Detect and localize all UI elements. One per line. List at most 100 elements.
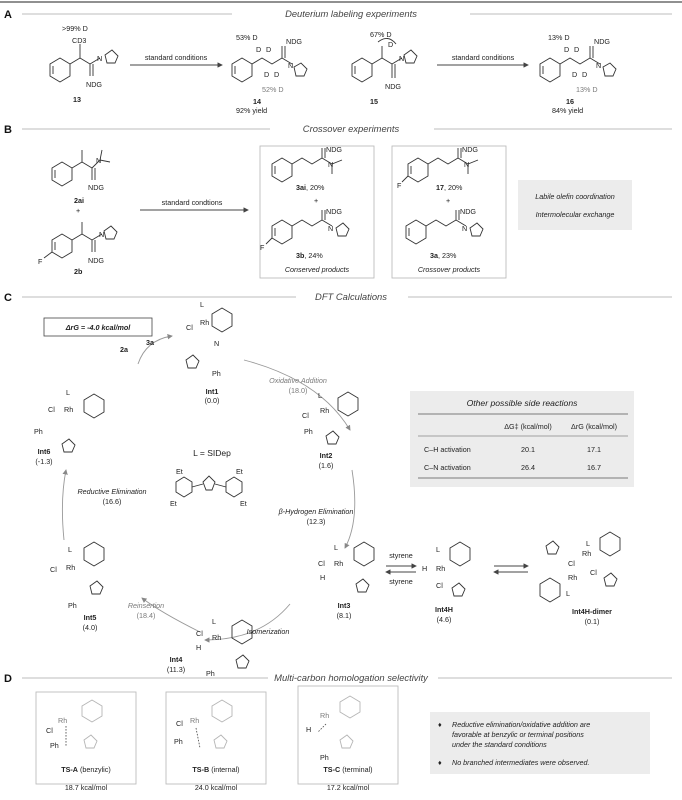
re-label: Reductive Elimination bbox=[77, 487, 146, 496]
tsa-sub: (benzylic) bbox=[78, 765, 111, 774]
int3-rh: Rh bbox=[334, 559, 343, 568]
c2b-label: 2b bbox=[74, 267, 83, 276]
c14-ndg: NDG bbox=[286, 37, 302, 46]
compound-3ai: NDG N 3ai, 20% bbox=[271, 145, 342, 192]
row1-name: C–H activation bbox=[424, 445, 471, 454]
int2-ph: Ph bbox=[304, 427, 313, 436]
c13-n: N bbox=[97, 54, 102, 63]
c3ai-caption: 3ai, 20% bbox=[296, 183, 325, 192]
int4-l: L bbox=[212, 617, 216, 626]
et-1: Et bbox=[176, 467, 183, 476]
int3-structure: Rh L Cl H Int3 (8.1) bbox=[318, 541, 375, 620]
int1-name: Int1 bbox=[206, 387, 219, 396]
c14-d3: D bbox=[264, 70, 269, 79]
int5-cl: Cl bbox=[50, 565, 57, 574]
int6-l: L bbox=[66, 388, 70, 397]
c16-ndg: NDG bbox=[594, 37, 610, 46]
int1-rh: Rh bbox=[200, 318, 209, 327]
c15-d: D bbox=[388, 40, 393, 49]
int6-structure: Rh L Cl Ph Int6 (-1.3) bbox=[34, 388, 105, 466]
int4hd-name: Int4H-dimer bbox=[572, 607, 612, 616]
int2-name: Int2 bbox=[320, 451, 333, 460]
compound-2b: F N NDG 2b bbox=[38, 222, 118, 276]
c3a-caption: 3a, 23% bbox=[430, 251, 457, 260]
reins-energy: (18.4) bbox=[137, 611, 156, 620]
c3a-pct: , 23% bbox=[438, 251, 457, 260]
c14-n: N bbox=[288, 61, 293, 70]
compound-17: F NDG N 17, 20% bbox=[397, 145, 478, 192]
int4-ph: Ph bbox=[206, 669, 215, 678]
arrow-reins bbox=[141, 597, 201, 633]
compound-14: D D D D NDG N 53% D 52% D 14 92% yield bbox=[231, 33, 308, 115]
row2-v2: 16.7 bbox=[587, 463, 601, 472]
c16-label: 16 bbox=[566, 97, 574, 106]
dimer-cl2: Cl bbox=[568, 559, 575, 568]
c15-ndg: NDG bbox=[385, 82, 401, 91]
compound-3a: NDG N 3a, 23% bbox=[405, 207, 484, 260]
tsa-box bbox=[35, 691, 137, 785]
tsa-name: TS-A bbox=[61, 765, 78, 774]
section-a-letter: A bbox=[4, 9, 12, 21]
tsc-box bbox=[297, 685, 399, 785]
int2-energy: (1.6) bbox=[319, 461, 334, 470]
int6-rh: Rh bbox=[64, 405, 73, 414]
c3b-f: F bbox=[260, 243, 265, 252]
dimer-l2: L bbox=[566, 589, 570, 598]
arrow-oa bbox=[243, 359, 351, 431]
tsc-energy: 17.2 kcal/mol bbox=[327, 783, 370, 792]
compound-2ai: N NDG 2ai bbox=[51, 149, 111, 205]
c2ai-n: N bbox=[96, 156, 101, 165]
tsa-rh: Rh bbox=[58, 716, 67, 725]
c13-label: 13 bbox=[73, 95, 81, 104]
int1-energy: (0.0) bbox=[205, 396, 220, 405]
tsc-ph: Ph bbox=[320, 753, 329, 762]
bullet-2: No branched intermediates were observed. bbox=[452, 758, 589, 767]
c3a-n: N bbox=[462, 224, 467, 233]
section-b-title: Crossover experiments bbox=[303, 123, 400, 134]
int2-cl: Cl bbox=[302, 411, 309, 420]
oa-label: Oxidative Addition bbox=[269, 376, 327, 385]
int4-h: H bbox=[196, 643, 201, 652]
int1-cl: Cl bbox=[186, 323, 193, 332]
bullet-1-line-1: Reductive elimination/oxidative addition… bbox=[452, 720, 590, 729]
int4h-rh: Rh bbox=[436, 564, 445, 573]
plus-b1: + bbox=[76, 206, 80, 215]
int5-energy: (4.0) bbox=[83, 623, 98, 632]
c14-d1: D bbox=[256, 45, 261, 54]
tsc-sub: (terminal) bbox=[340, 765, 372, 774]
arrow-re bbox=[61, 469, 68, 541]
int5-l: L bbox=[68, 545, 72, 554]
c15-dpct: 67% D bbox=[370, 30, 392, 39]
tsb-sub: (internal) bbox=[209, 765, 239, 774]
section-d-title: Multi-carbon homologation selectivity bbox=[274, 672, 429, 683]
table-col1: ΔG‡ (kcal/mol) bbox=[504, 422, 552, 431]
compound-13: CD3 >99% D N NDG 13 bbox=[49, 24, 119, 104]
crossover-box bbox=[391, 145, 507, 279]
int3-name: Int3 bbox=[338, 601, 351, 610]
table-col2: ΔrG (kcal/mol) bbox=[571, 422, 617, 431]
c3ai-n: N bbox=[328, 160, 333, 169]
note-1: Labile olefin coordination bbox=[535, 192, 615, 201]
bullet-1-mark: ♦ bbox=[438, 720, 442, 729]
c14-yield: 92% yield bbox=[236, 106, 267, 115]
bullet-2-mark: ♦ bbox=[438, 758, 442, 767]
c3b-label: 3b bbox=[296, 251, 305, 260]
c3b-n: N bbox=[328, 224, 333, 233]
dimer-rh1: Rh bbox=[582, 549, 591, 558]
int4h-structure: Rh L H Cl Int4H (4.6) bbox=[422, 541, 471, 624]
c13-dpct: >99% D bbox=[62, 24, 88, 33]
c17-n: N bbox=[464, 160, 469, 169]
int4-name: Int4 bbox=[170, 655, 183, 664]
int3-cl: Cl bbox=[318, 559, 325, 568]
c2b-ndg: NDG bbox=[88, 256, 104, 265]
et-2: Et bbox=[236, 467, 243, 476]
note-2: Intermolecular exchange bbox=[536, 210, 615, 219]
c2ai-label: 2ai bbox=[74, 196, 84, 205]
tsb-name: TS-B bbox=[192, 765, 209, 774]
re-energy: (16.6) bbox=[103, 497, 122, 506]
sidep-ligand: L = SIDep Et Et Et Et bbox=[170, 448, 247, 508]
int4-energy: (11.3) bbox=[167, 665, 185, 674]
side-reactions-table: Other possible side reactions ΔG‡ (kcal/… bbox=[410, 391, 634, 487]
table-bg bbox=[410, 391, 634, 487]
